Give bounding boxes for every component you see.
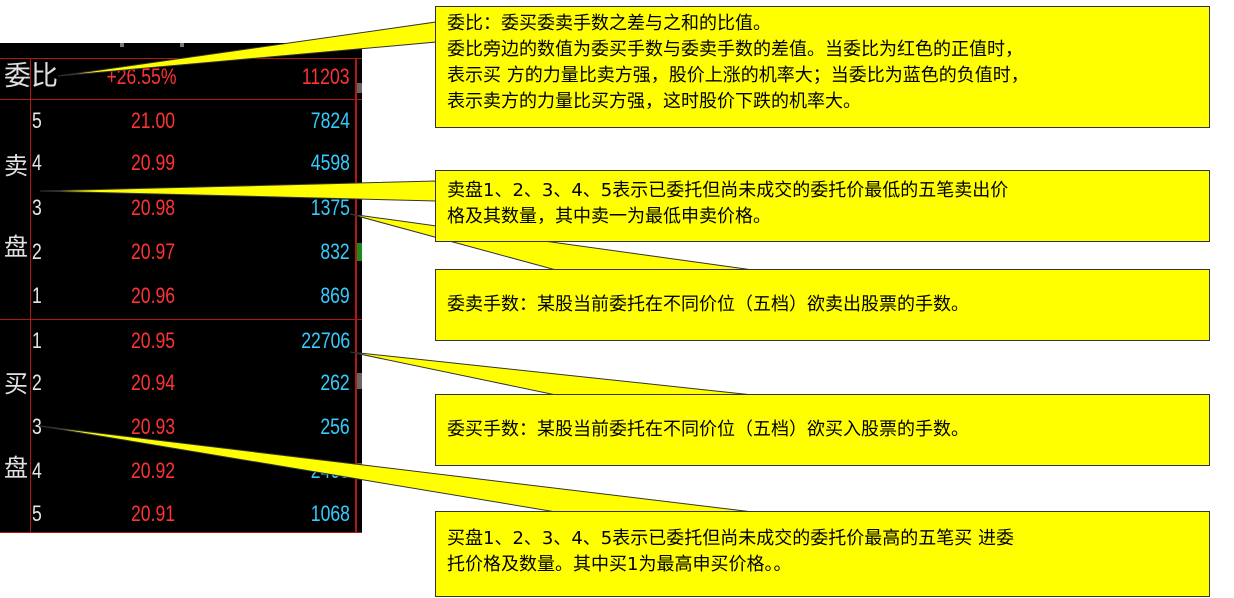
buy-level: 1 <box>32 328 42 353</box>
sell-side-label-2: 盘 <box>4 233 28 261</box>
weibi-difference: 11203 <box>302 64 350 89</box>
sell-level: 2 <box>32 239 42 264</box>
buy-panel-callout-line: 买盘1、2、3、4、5表示已委托但尚未成交的委托价最高的五笔买 进委 <box>447 528 1014 549</box>
sell-panel-callout: 卖盘1、2、3、4、5表示已委托但尚未成交的委托价最低的五笔卖出价 格及其数量，… <box>435 170 1210 242</box>
sell-price: 21.00 <box>130 108 175 133</box>
buy-panel-callout-line: 托价格及数量。其中买1为最高申买价格。。 <box>447 554 792 575</box>
weibi-label: 委比 <box>4 61 58 92</box>
buy-level: 2 <box>32 370 42 395</box>
sell-volume-callout: 委卖手数：某股当前委托在不同价位（五档）欲卖出股票的手数。 <box>435 269 1210 341</box>
sell-price: 20.97 <box>130 239 175 264</box>
bottom-divider <box>0 532 362 533</box>
sell-buy-divider <box>0 319 362 320</box>
weibi-callout-line: 委比：委买委卖手数之差与之和的比值。 <box>447 13 771 34</box>
side-label-divider <box>30 58 31 533</box>
buy-price: 20.93 <box>130 414 175 439</box>
panel-right-border <box>355 58 357 533</box>
weibi-callout-line: 表示买 方的力量比卖方强，股价上涨的机率大；当委比为蓝色的负值时， <box>447 65 1029 86</box>
sell-side-label-1: 卖 <box>4 152 28 180</box>
sell-price: 20.96 <box>130 283 175 308</box>
buy-volume: 262 <box>320 370 350 395</box>
sell-volume: 7824 <box>310 108 350 133</box>
weibi-divider <box>0 99 362 100</box>
sell-level: 5 <box>32 108 42 133</box>
sell-volume: 4598 <box>310 150 350 175</box>
sell-level: 3 <box>32 195 42 220</box>
buy-side-label-1: 买 <box>4 370 28 398</box>
buy-price: 20.94 <box>130 370 175 395</box>
buy-volume-callout-text: 委买手数：某股当前委托在不同价位（五档）欲买入股票的手数。 <box>447 419 969 440</box>
buy-row[interactable]: 2 20.94 262 <box>0 363 362 403</box>
sell-price: 20.99 <box>130 150 175 175</box>
buy-panel-callout: 买盘1、2、3、4、5表示已委托但尚未成交的委托价最高的五笔买 进委 托价格及数… <box>435 511 1210 597</box>
sell-volume: 1375 <box>310 195 350 220</box>
buy-volume-leader <box>349 351 754 396</box>
buy-side-label-2: 盘 <box>4 454 28 482</box>
buy-level: 5 <box>32 501 42 526</box>
sell-row[interactable]: 3 20.98 1375 <box>0 188 362 228</box>
weibi-leader <box>57 21 437 77</box>
sell-level: 4 <box>32 150 42 175</box>
weibi-callout-line: 表示卖方的力量比买方强，这时股价下跌的机率大。 <box>447 91 861 112</box>
buy-row[interactable]: 3 20.93 256 <box>0 407 362 447</box>
buy-volume: 22706 <box>301 328 350 353</box>
buy-row[interactable]: 5 20.91 1068 <box>0 494 362 534</box>
buy-level: 3 <box>32 414 42 439</box>
sell-row[interactable]: 2 20.97 832 <box>0 232 362 272</box>
sell-panel-callout-line: 格及其数量，其中卖一为最低申卖价格。 <box>447 206 771 227</box>
sell-row[interactable]: 1 20.96 869 <box>0 276 362 316</box>
buy-level: 4 <box>32 458 42 483</box>
sell-level: 1 <box>32 283 42 308</box>
buy-price: 20.92 <box>130 458 175 483</box>
sell-row[interactable]: 5 21.00 7824 <box>0 101 362 141</box>
buy-price: 20.91 <box>130 501 175 526</box>
buy-volume: 1068 <box>310 501 350 526</box>
buy-price: 20.95 <box>130 328 175 353</box>
sell-panel-callout-line: 卖盘1、2、3、4、5表示已委托但尚未成交的委托价最低的五笔卖出价 <box>447 180 1009 201</box>
weibi-callout: 委比：委买委卖手数之差与之和的比值。 委比旁边的数值为委买手数与委卖手数的差值。… <box>435 6 1210 128</box>
buy-volume: 256 <box>320 414 350 439</box>
sell-volume-callout-text: 委卖手数：某股当前委托在不同价位（五档）欲卖出股票的手数。 <box>447 294 969 315</box>
sell-volume: 832 <box>320 239 350 264</box>
sell-price: 20.98 <box>130 195 175 220</box>
sell-volume: 869 <box>320 283 350 308</box>
buy-volume-callout: 委买手数：某股当前委托在不同价位（五档）欲买入股票的手数。 <box>435 394 1210 466</box>
buy-row[interactable]: 1 20.95 22706 <box>0 321 362 361</box>
sell-panel-leader <box>39 180 437 202</box>
weibi-callout-line: 委比旁边的数值为委买手数与委卖手数的差值。当委比为红色的正值时， <box>447 39 1023 60</box>
order-book-panel: 委比 +26.55% 11203 卖 盘 买 盘 5 21.00 7824 4 … <box>0 43 362 533</box>
sell-row[interactable]: 4 20.99 4598 <box>0 143 362 183</box>
